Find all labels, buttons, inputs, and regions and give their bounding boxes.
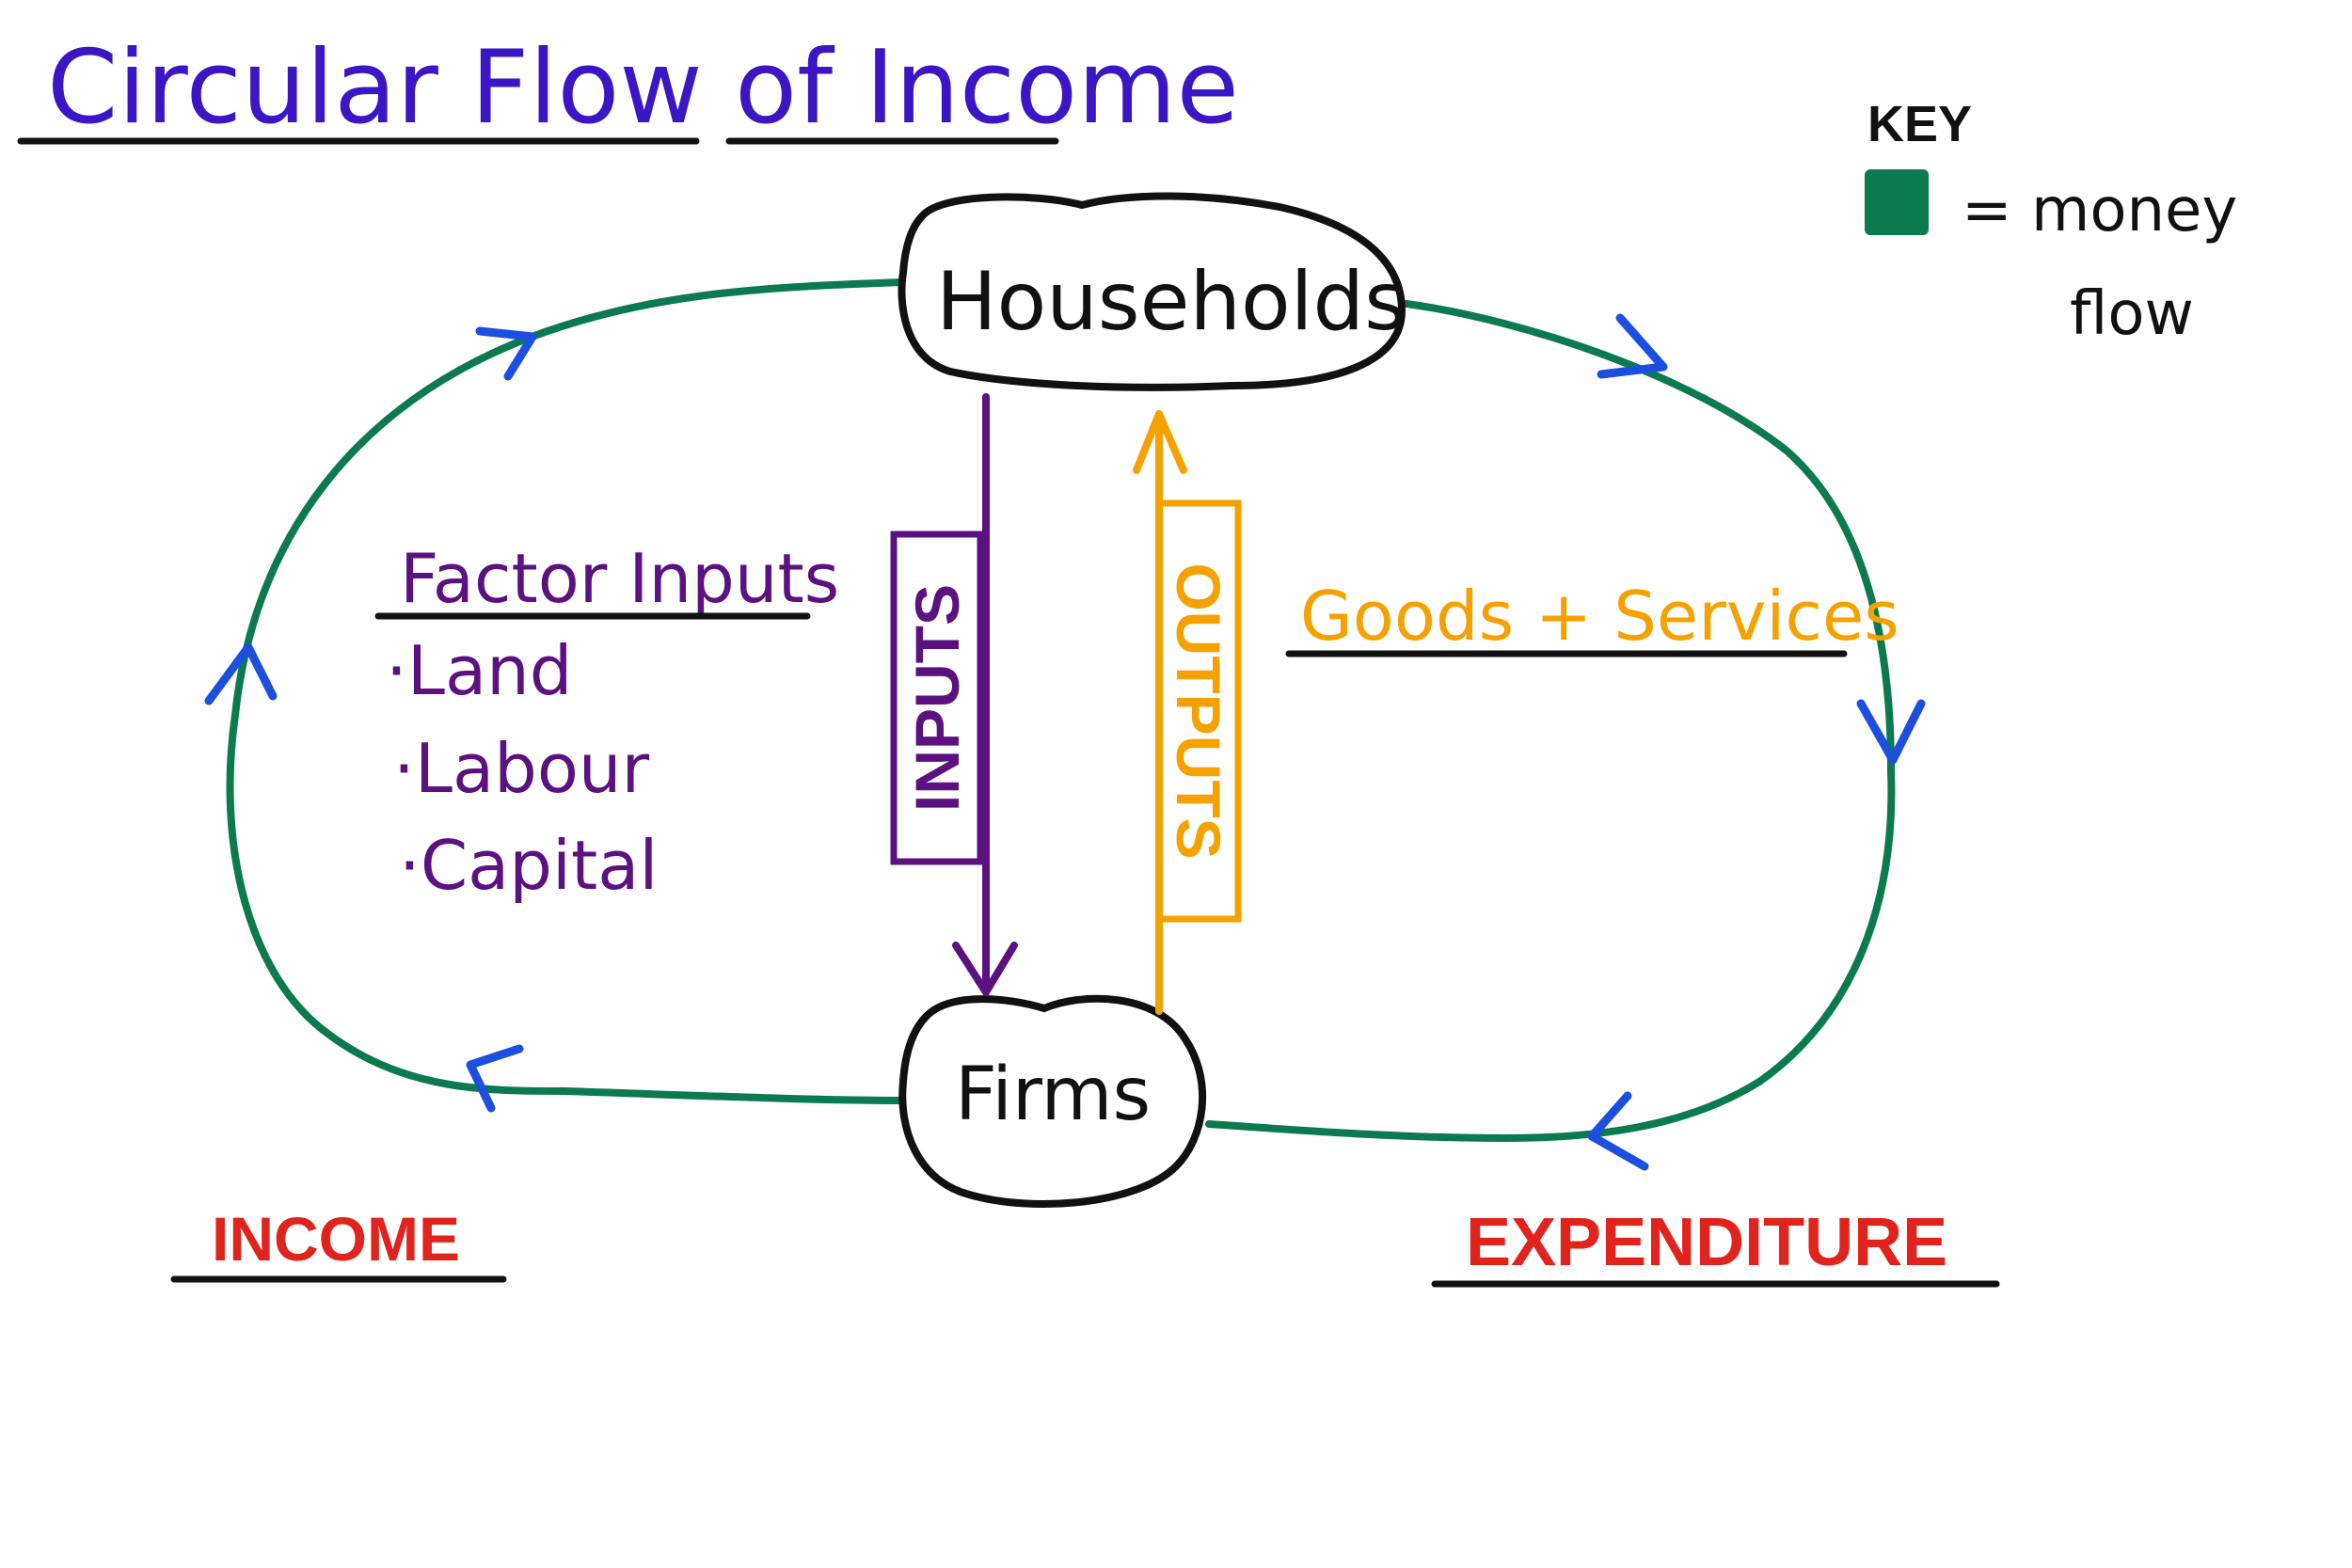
income-label: INCOME <box>212 1204 460 1274</box>
inputs-label-box <box>890 531 984 865</box>
direction-arrow-icon <box>475 326 537 381</box>
factor-input-item: ·Labour <box>393 729 650 808</box>
outputs-label-box <box>1155 499 1242 923</box>
households-label: Households <box>936 255 1406 349</box>
key-heading: KEY <box>1867 96 1972 152</box>
direction-arrow-icon <box>466 1044 524 1113</box>
factor-input-item: ·Land <box>386 631 572 710</box>
direction-arrow-icon <box>1587 1091 1649 1171</box>
firms-node <box>898 994 1207 1208</box>
firms-label: Firms <box>955 1053 1151 1137</box>
factor-inputs-heading: Factor Inputs <box>400 539 839 618</box>
direction-arrow-icon <box>1856 699 1926 765</box>
expenditure-label: EXPENDITURE <box>1466 1205 1947 1280</box>
money-flow-top-left <box>226 278 907 1104</box>
direction-arrow-icon <box>204 642 278 705</box>
money-flow-right <box>1205 300 1896 1143</box>
outputs-label: OUTPUTS <box>1164 562 1233 859</box>
direction-arrow-icon <box>1597 313 1668 379</box>
outputs-arrowhead-icon <box>1133 410 1187 474</box>
page-title: Circular Flow of Income <box>47 29 1239 147</box>
money-flow-swatch <box>1865 169 1929 235</box>
households-node <box>898 192 1406 391</box>
goods-services-label: Goods + Services <box>1300 577 1899 656</box>
factor-input-item: ·Capital <box>399 826 658 905</box>
inputs-label: INPUTS <box>902 584 972 812</box>
key-entry-line2: flow <box>2070 279 2194 349</box>
inputs-arrowhead-icon <box>952 942 1018 996</box>
key-entry-line1: = money <box>1962 176 2237 245</box>
